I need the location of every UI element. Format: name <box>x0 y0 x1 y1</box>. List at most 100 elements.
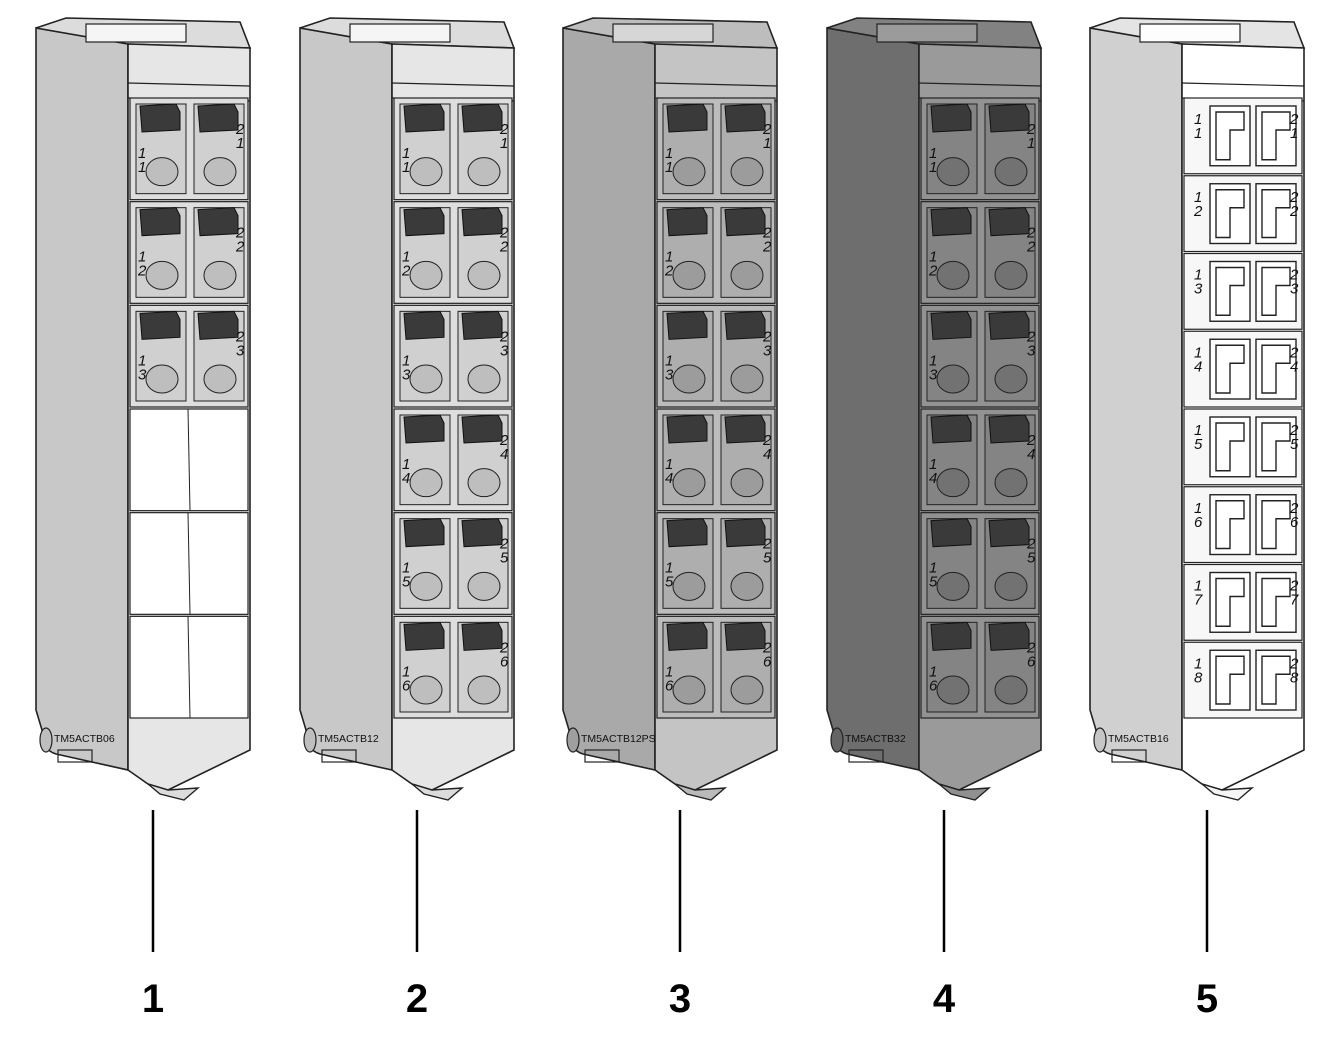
slot-digit: 8 <box>1290 669 1299 686</box>
slot-digit: 1 <box>402 145 410 162</box>
screw-clamp-icon <box>1215 422 1245 472</box>
slot-digit: 2 <box>1026 121 1036 138</box>
slot-digit: 2 <box>1289 422 1299 439</box>
slot-digit: 1 <box>1194 125 1202 142</box>
slot-digit: 4 <box>929 470 937 487</box>
push-lever-icon <box>403 103 445 133</box>
slot-digit: 1 <box>665 352 673 369</box>
slot-digit: 1 <box>929 249 937 266</box>
wire-hole-icon <box>672 364 706 394</box>
mount-hook-icon <box>303 727 317 753</box>
blank-divider <box>187 408 191 511</box>
slot-digit: 1 <box>929 159 937 176</box>
wire-hole-icon <box>672 157 706 187</box>
slot-digit: 1 <box>402 249 410 266</box>
push-lever-icon <box>461 207 503 237</box>
model-label: TM5ACTB12 <box>318 733 379 745</box>
slot-digit: 8 <box>1194 669 1203 686</box>
slot-digit: 1 <box>402 663 410 680</box>
slot-digit: 1 <box>402 159 410 176</box>
slot-digit: 6 <box>402 677 411 694</box>
slot-digit: 2 <box>1289 111 1299 128</box>
slot-digit: 1 <box>1194 578 1202 595</box>
slot-digit: 4 <box>500 446 508 463</box>
push-lever-icon <box>666 518 708 548</box>
wire-hole-icon <box>994 571 1028 601</box>
model-label: TM5ACTB32 <box>845 733 906 745</box>
slot-digit: 1 <box>929 456 937 473</box>
push-lever-icon <box>666 310 708 340</box>
slot-digit: 2 <box>1193 203 1203 220</box>
slot-digit: 6 <box>500 653 509 670</box>
slot-digit: 1 <box>929 560 937 577</box>
callout-number: 2 <box>406 977 428 1021</box>
push-lever-icon <box>724 207 766 237</box>
slot-digit: 1 <box>929 145 937 162</box>
slot-digit: 5 <box>402 574 411 591</box>
slot-digit: 1 <box>665 145 673 162</box>
slot-digit: 2 <box>401 263 411 280</box>
slot-digit: 1 <box>763 135 771 152</box>
top-latch <box>1139 23 1241 43</box>
slot-digit: 6 <box>929 677 938 694</box>
wire-hole-icon <box>409 468 443 498</box>
wire-hole-icon <box>994 260 1028 290</box>
push-lever-icon <box>403 310 445 340</box>
push-lever-icon <box>988 518 1030 548</box>
push-lever-icon <box>461 414 503 444</box>
slot-digit: 1 <box>1194 111 1202 128</box>
slot-digit: 1 <box>1290 125 1298 142</box>
callout-number: 4 <box>933 977 956 1021</box>
wire-hole-icon <box>409 260 443 290</box>
slot-digit: 1 <box>929 663 937 680</box>
slot-digit: 2 <box>1026 639 1036 656</box>
side-panel <box>35 27 129 771</box>
slot-digit: 2 <box>1289 500 1299 517</box>
slot-digit: 2 <box>499 328 509 345</box>
wire-hole-icon <box>467 157 501 187</box>
slot-digit: 2 <box>1289 267 1299 284</box>
push-lever-icon <box>139 207 181 237</box>
slot-digit: 1 <box>500 135 508 152</box>
push-lever-icon <box>197 207 239 237</box>
push-lever-icon <box>461 310 503 340</box>
wire-hole-icon <box>936 260 970 290</box>
slot-digit: 3 <box>1290 281 1299 298</box>
model-label: TM5ACTB06 <box>54 733 115 745</box>
screw-clamp-icon <box>1215 577 1245 627</box>
slot-digit: 3 <box>929 366 938 383</box>
slot-digit: 7 <box>1194 592 1203 609</box>
push-lever-icon <box>988 310 1030 340</box>
push-lever-icon <box>666 207 708 237</box>
